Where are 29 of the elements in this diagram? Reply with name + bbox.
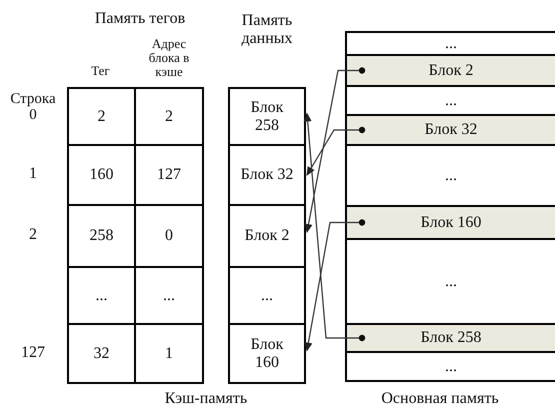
memory-row: ... bbox=[345, 351, 555, 382]
row-label: 1 bbox=[28, 164, 38, 184]
memory-block: Блок 258 bbox=[228, 87, 306, 146]
memory-row: ... bbox=[345, 31, 555, 56]
memory-block: ... bbox=[228, 266, 306, 325]
memory-block: Блок 32 bbox=[228, 144, 306, 206]
caption: Кэш-память bbox=[164, 389, 248, 410]
arrow bbox=[304, 67, 366, 233]
memory-row: Блок 32 bbox=[345, 114, 555, 146]
table-cell: 1 bbox=[134, 323, 204, 384]
caption: Основная память bbox=[380, 389, 500, 410]
section-heading: Память данных bbox=[240, 11, 294, 49]
memory-row: Блок 2 bbox=[345, 54, 555, 87]
memory-block: Блок 160 bbox=[228, 323, 306, 384]
arrow bbox=[306, 126, 366, 176]
column-header: Адрес блока в кэше bbox=[148, 34, 190, 82]
row-label: 127 bbox=[20, 343, 46, 364]
section-heading: Память тегов bbox=[94, 9, 186, 30]
row-label: 2 bbox=[28, 225, 38, 246]
table-cell: 2 bbox=[134, 87, 204, 146]
table-cell: 2 bbox=[67, 87, 136, 146]
memory-block: Блок 2 bbox=[228, 204, 306, 268]
memory-row: Блок 160 bbox=[345, 205, 555, 240]
table-cell: 32 bbox=[67, 323, 136, 384]
row-label: Строка 0 bbox=[10, 90, 56, 125]
arrow bbox=[304, 112, 366, 342]
arrow bbox=[304, 219, 366, 352]
column-header: Тег bbox=[90, 62, 111, 80]
memory-row: Блок 258 bbox=[345, 323, 555, 353]
